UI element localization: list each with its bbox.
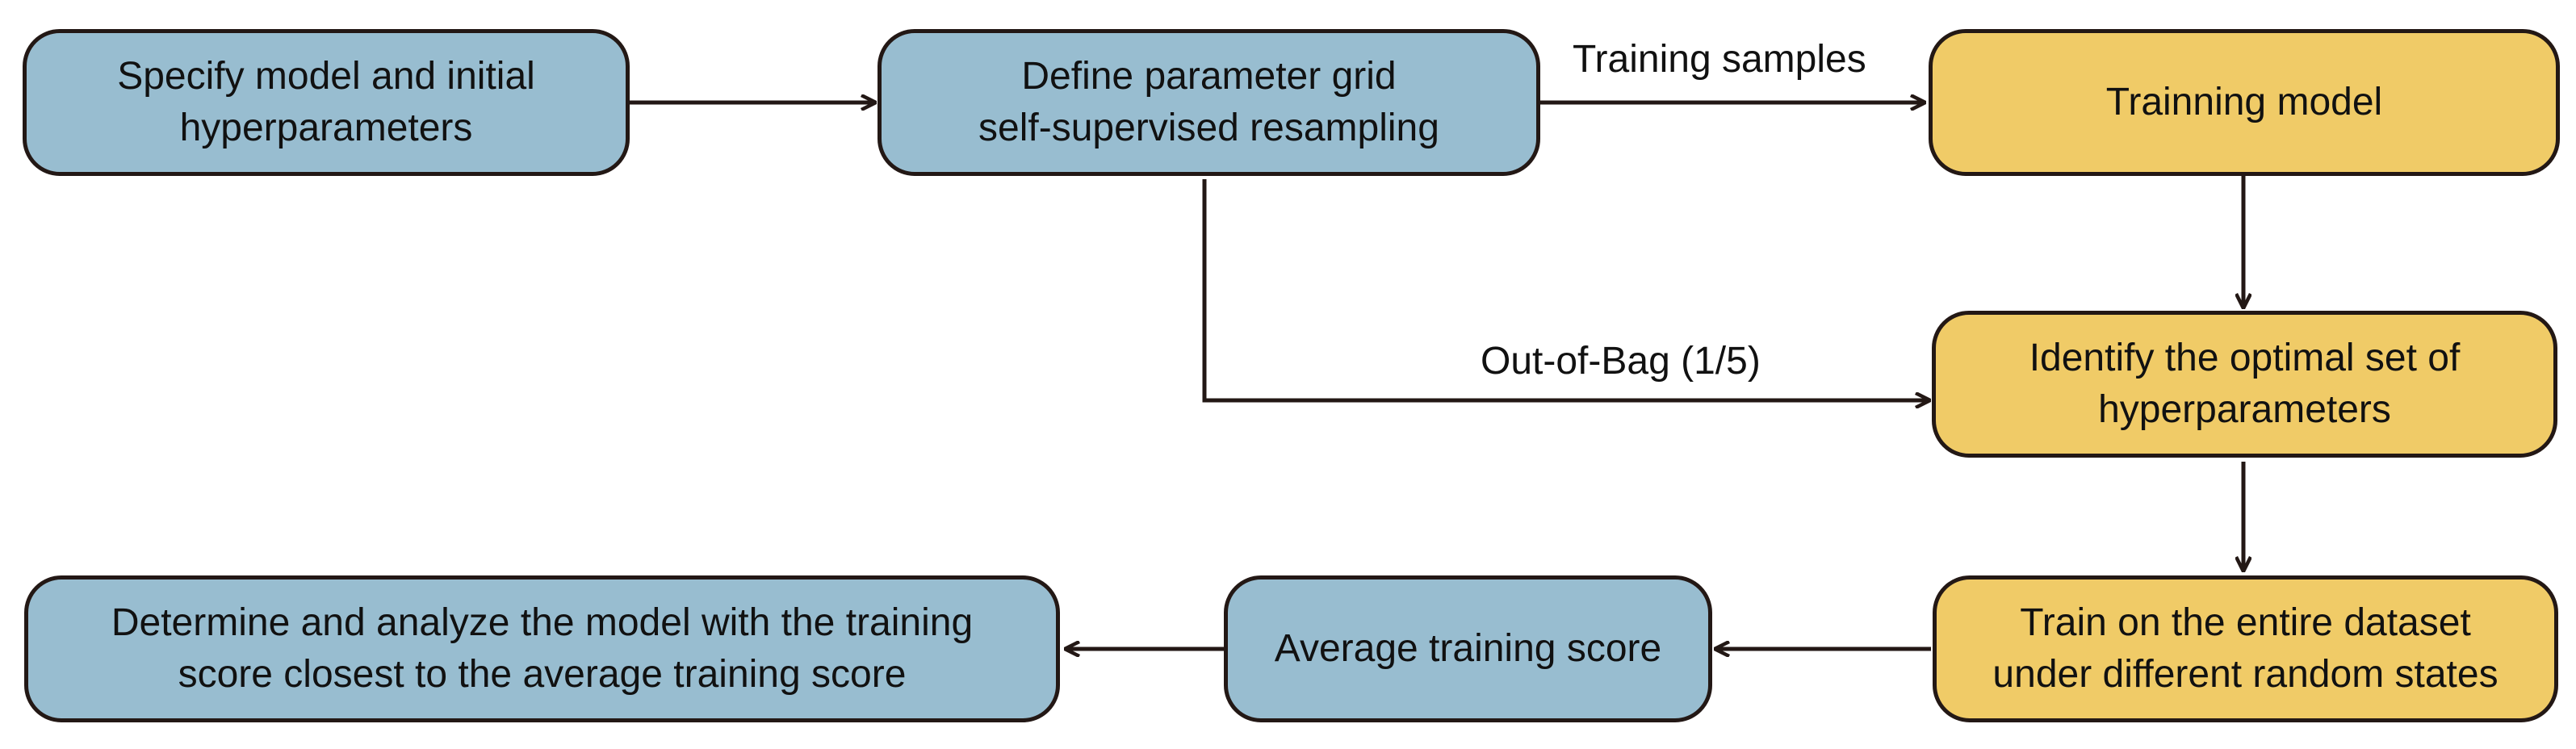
node-text-line: hyperparameters [2098,388,2391,431]
node-text-line: score closest to the average training sc… [178,653,907,696]
node-training-model: Trainning model [1929,29,2560,176]
edge-label-out-of-bag: Out-of-Bag (1/5) [1481,340,1761,383]
node-determine-and-analyze: Determine and analyze the model with the… [24,575,1060,722]
arrow-define-to-identify [1202,179,1930,400]
node-train-entire-dataset: Train on the entire dataset under differ… [1933,575,2558,722]
node-text-line: hyperparameters [179,107,473,149]
node-text-line: Identify the optimal set of [2029,337,2461,379]
node-text-line: Specify model and initial [117,55,535,98]
node-text-line: Trainning model [2105,81,2383,123]
node-text-line: under different random states [1992,653,2499,696]
edge-label-training-samples: Training samples [1573,38,1866,81]
node-text-line: Average training score [1274,627,1662,670]
node-specify-model: Specify model and initial hyperparameter… [23,29,630,176]
node-text-line: Determine and analyze the model with the… [111,601,974,644]
node-text-line: Train on the entire dataset [2020,601,2471,644]
node-average-training-score: Average training score [1224,575,1712,722]
node-identify-optimal: Identify the optimal set of hyperparamet… [1932,311,2557,458]
node-define-parameter-grid: Define parameter grid self-supervised re… [878,29,1540,176]
node-text-line: Define parameter grid [1021,55,1397,98]
node-text-line: self-supervised resampling [978,107,1439,149]
